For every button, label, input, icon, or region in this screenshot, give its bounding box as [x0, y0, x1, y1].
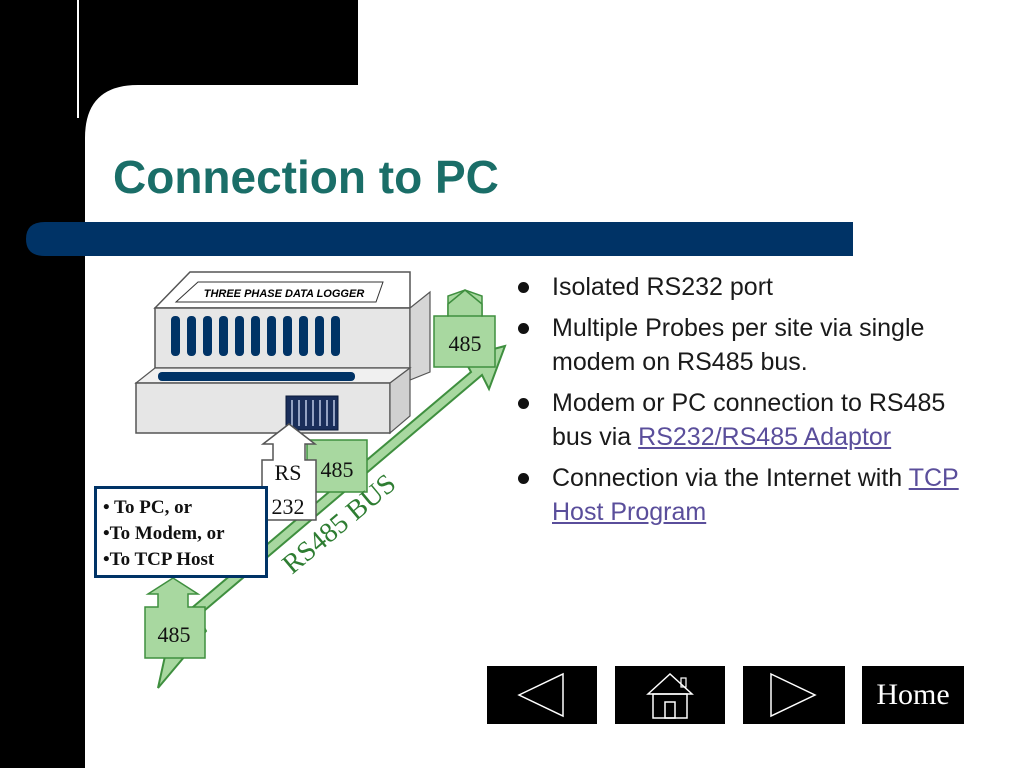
bullet-text: Multiple Probes per site via single mode… — [552, 314, 925, 376]
triangle-right-icon — [770, 672, 817, 718]
home-button[interactable]: Home — [862, 666, 964, 724]
next-slide-button[interactable] — [743, 666, 845, 724]
bullet-text: Isolated RS232 port — [552, 273, 773, 301]
bullet-internet-connection: Connection via the Internet with TCP Hos… — [512, 461, 972, 529]
note-line-pc: • To PC, or — [103, 497, 192, 518]
arrow-485-top: 485 — [433, 289, 496, 368]
adaptor-link[interactable]: RS232/RS485 Adaptor — [638, 423, 892, 451]
bullet-list: Isolated RS232 port Multiple Probes per … — [512, 270, 972, 536]
label-485-bottom: 485 — [158, 622, 191, 647]
arrow-485-bottom: 485 — [144, 577, 206, 659]
label-rs: RS — [275, 460, 302, 485]
note-line-tcp: •To TCP Host — [103, 549, 215, 570]
destination-note-box: • To PC, or •To Modem, or •To TCP Host — [94, 486, 268, 578]
home-icon-button[interactable] — [615, 666, 725, 724]
slide-title: Connection to PC — [113, 151, 499, 203]
arrow-rs232: RS 232 — [260, 423, 318, 521]
tcp-host-link[interactable]: TCP Host Program — [552, 464, 959, 526]
frame-left-and-top — [0, 0, 358, 768]
data-logger-device: THREE PHASE DATA LOGGER — [134, 271, 431, 435]
label-485-top: 485 — [449, 331, 482, 356]
previous-slide-button[interactable] — [487, 666, 597, 724]
house-icon — [646, 672, 694, 719]
bullet-modem-connection: Modem or PC connection to RS485 bus via … — [512, 386, 972, 454]
triangle-left-icon — [517, 672, 564, 718]
bullet-multiple-probes: Multiple Probes per site via single mode… — [512, 311, 972, 379]
label-485-middle: 485 — [321, 457, 354, 482]
label-232: 232 — [272, 494, 305, 519]
title-underline-bar — [26, 222, 853, 256]
arrow-485-middle: 485 — [306, 439, 368, 493]
note-line-modem: •To Modem, or — [103, 523, 225, 544]
bullet-text: Connection via the Internet with — [552, 464, 909, 492]
bullet-isolated-port: Isolated RS232 port — [512, 270, 972, 304]
bullet-text: Modem or PC connection to RS485 bus via — [552, 389, 946, 451]
device-label: THREE PHASE DATA LOGGER — [204, 288, 365, 300]
